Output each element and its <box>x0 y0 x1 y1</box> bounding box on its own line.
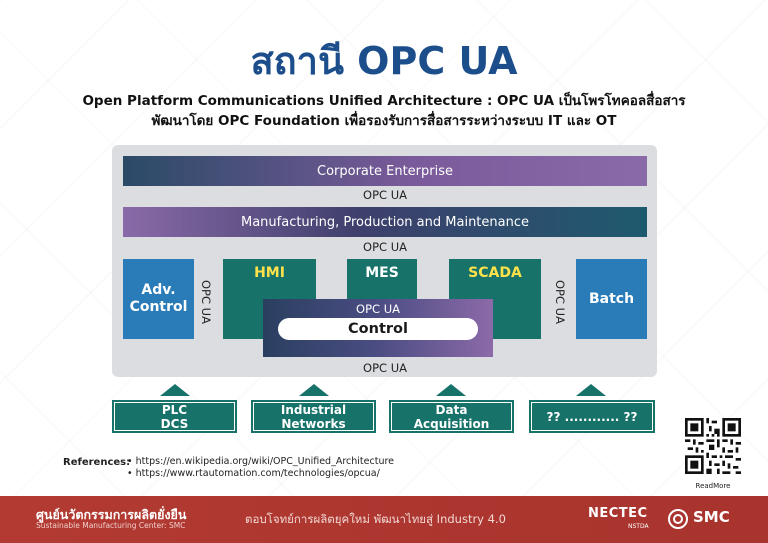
nectec-logo: NECTEC <box>588 506 648 521</box>
data-acq-line-1: Data <box>435 402 468 417</box>
corporate-enterprise-layer: Corporate Enterprise <box>123 156 647 186</box>
adv-control-box: Adv. Control <box>123 259 194 339</box>
references-label: References: <box>63 457 131 468</box>
opc-ua-label-right-vertical: OPC UA <box>553 280 567 324</box>
unknown-source-box: ?? ............ ?? <box>529 400 655 433</box>
opc-ua-label-bottom: OPC UA <box>363 361 407 375</box>
industrial-line-2: Networks <box>281 416 346 431</box>
footer-bar <box>0 496 768 543</box>
opc-ua-label-control: OPC UA <box>356 302 400 316</box>
reference-link-2[interactable]: • https://www.rtautomation.com/technolog… <box>127 468 380 479</box>
footer-tagline: ตอบโจทย์การผลิตยุคใหม่ พัฒนาไทยสู่ Indus… <box>245 512 506 526</box>
plc-line-1: PLC <box>161 402 188 417</box>
manufacturing-layer: Manufacturing, Production and Maintenanc… <box>123 207 647 237</box>
data-acquisition-box: Data Acquisition <box>389 400 514 433</box>
center-name-thai: ศูนย์นวัตกรรมการผลิตยั่งยืน <box>36 507 187 522</box>
industrial-networks-box: Industrial Networks <box>251 400 376 433</box>
batch-box: Batch <box>576 259 647 339</box>
opc-ua-label-top: OPC UA <box>363 188 407 202</box>
qr-code-icon[interactable] <box>685 418 741 474</box>
adv-control-line-1: Adv. <box>141 282 176 298</box>
reference-link-1[interactable]: • https://en.wikipedia.org/wiki/OPC_Unif… <box>127 456 395 467</box>
industrial-line-1: Industrial <box>280 402 347 417</box>
opc-ua-label-middle: OPC UA <box>363 240 407 254</box>
up-arrow-icon <box>160 384 190 396</box>
opc-ua-label-left-vertical: OPC UA <box>199 280 213 324</box>
unknown-source-label: ?? ............ ?? <box>546 409 638 424</box>
plc-line-2: DCS <box>160 416 189 431</box>
qr-caption: ReadMore <box>695 482 731 490</box>
smc-logo-icon <box>668 509 688 529</box>
up-arrow-icon <box>436 384 466 396</box>
data-acq-line-2: Acquisition <box>413 416 490 431</box>
page-title: สถานี OPC UA <box>250 39 518 83</box>
control-label: Control <box>278 318 478 340</box>
adv-control-line-2: Control <box>129 299 188 315</box>
up-arrow-icon <box>576 384 606 396</box>
plc-dcs-box: PLC DCS <box>112 400 237 433</box>
subtitle-line-1: Open Platform Communications Unified Arc… <box>82 93 686 109</box>
subtitle-line-2: พัฒนาโดย OPC Foundation เพื่อรองรับการสื… <box>151 113 617 129</box>
up-arrow-icon <box>299 384 329 396</box>
nstda-logo-text: NSTDA <box>628 523 649 530</box>
smc-logo-text: SMC <box>693 508 730 526</box>
center-name-english: Sustainable Manufacturing Center: SMC <box>36 521 186 530</box>
